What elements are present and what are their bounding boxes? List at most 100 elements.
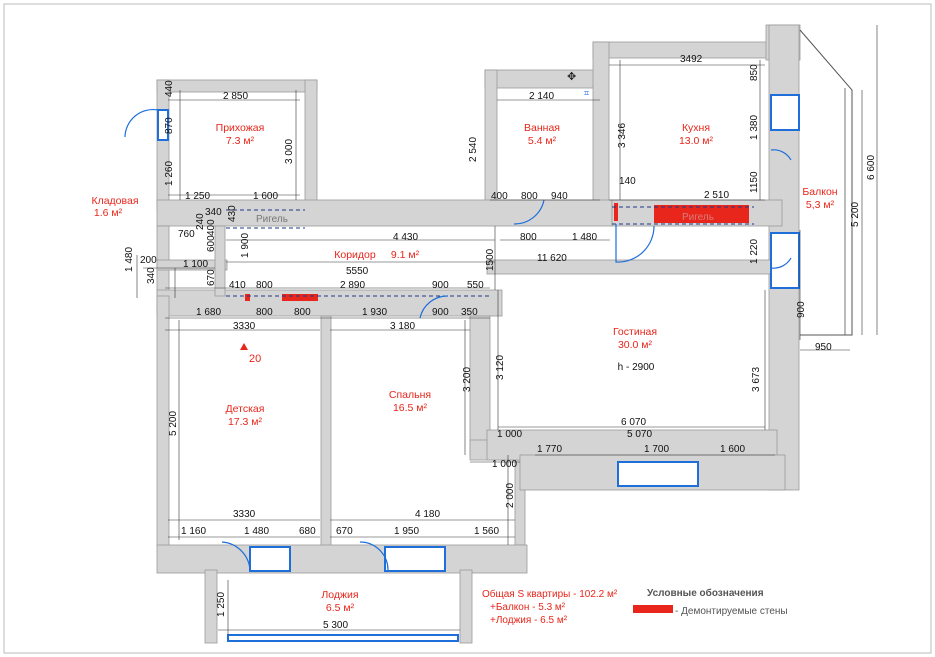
room-living-area: 30.0 м²: [618, 339, 653, 351]
total-loggia: +Лоджия - 6.5 м²: [490, 615, 568, 626]
room-balcony-name: Балкон: [802, 186, 837, 198]
svg-text:3 000: 3 000: [284, 139, 295, 164]
crossbar-right-label: Ригель: [682, 212, 714, 223]
svg-text:2 510: 2 510: [704, 190, 729, 201]
total-balcony: +Балкон - 5.3 м²: [490, 602, 566, 613]
svg-text:400: 400: [206, 219, 217, 236]
svg-text:1 220: 1 220: [749, 239, 760, 264]
svg-text:900: 900: [796, 301, 807, 318]
svg-text:1 900: 1 900: [240, 233, 251, 258]
svg-text:3330: 3330: [233, 321, 256, 332]
frame: [3, 3, 932, 654]
svg-text:410: 410: [229, 280, 246, 291]
svg-text:3 673: 3 673: [751, 367, 762, 392]
svg-text:350: 350: [461, 307, 478, 318]
svg-text:140: 140: [619, 176, 636, 187]
svg-text:340: 340: [146, 267, 157, 284]
svg-text:1 480: 1 480: [572, 232, 597, 243]
svg-text:5550: 5550: [346, 266, 369, 277]
window-living: [617, 461, 699, 487]
svg-text:1 680: 1 680: [196, 307, 221, 318]
svg-text:1 770: 1 770: [537, 444, 562, 455]
svg-text:900: 900: [432, 280, 449, 291]
room-balcony-area: 5,3 м²: [806, 199, 835, 211]
svg-text:550: 550: [467, 280, 484, 291]
svg-text:940: 940: [551, 191, 568, 202]
svg-text:950: 950: [815, 342, 832, 353]
svg-text:2 540: 2 540: [468, 137, 479, 162]
room-hall-name: Прихожая: [216, 122, 265, 134]
svg-text:340: 340: [205, 207, 222, 218]
legend-title: Условные обозначения: [647, 587, 764, 599]
svg-text:600: 600: [206, 235, 217, 252]
windows: [157, 94, 800, 642]
room-loggia-area: 6.5 м²: [326, 602, 355, 614]
svg-text:670: 670: [206, 269, 217, 286]
view-marker-icon: [240, 343, 248, 350]
svg-text:1 480: 1 480: [244, 526, 269, 537]
svg-text:6 600: 6 600: [866, 155, 877, 180]
corner-icon: ⌗: [584, 88, 589, 98]
svg-text:3 346: 3 346: [617, 123, 628, 148]
svg-text:2 850: 2 850: [223, 91, 248, 102]
dimension-lines: [136, 25, 878, 635]
legend-swatch: [633, 605, 673, 613]
svg-text:670: 670: [336, 526, 353, 537]
svg-text:3 200: 3 200: [462, 367, 473, 392]
svg-text:850: 850: [749, 64, 760, 81]
svg-text:200: 200: [140, 255, 157, 266]
svg-text:870: 870: [164, 117, 175, 134]
svg-text:1 700: 1 700: [644, 444, 669, 455]
room-living-height: h - 2900: [618, 362, 655, 373]
room-kids-name: Детская: [226, 403, 265, 415]
room-bedroom-name: Спальня: [389, 389, 431, 401]
svg-text:800: 800: [256, 280, 273, 291]
room-loggia-name: Лоджия: [321, 589, 358, 601]
total-area: Общая S квартиры - 102.2 м²: [482, 588, 618, 600]
svg-text:400: 400: [491, 191, 508, 202]
svg-text:900: 900: [432, 307, 449, 318]
crossbar-left-label: Ригель: [256, 214, 288, 225]
svg-text:2 140: 2 140: [529, 91, 554, 102]
svg-text:680: 680: [299, 526, 316, 537]
room-bath-area: 5.4 м²: [528, 135, 557, 147]
svg-text:1 380: 1 380: [749, 115, 760, 140]
room-pantry-area: 1.6 м²: [94, 207, 123, 219]
svg-text:1 480: 1 480: [124, 247, 135, 272]
room-corridor-area: 9.1 м²: [391, 249, 420, 261]
window-balcony-door: [770, 232, 800, 289]
svg-text:1 250: 1 250: [216, 592, 227, 617]
room-kids-area: 17.3 м²: [228, 416, 263, 428]
svg-text:1150: 1150: [749, 171, 760, 193]
svg-text:1 930: 1 930: [362, 307, 387, 318]
svg-text:6 070: 6 070: [621, 417, 646, 428]
svg-text:440: 440: [164, 80, 175, 97]
svg-text:1 160: 1 160: [181, 526, 206, 537]
window-kids: [249, 546, 291, 572]
svg-text:1 600: 1 600: [253, 191, 278, 202]
svg-text:760: 760: [178, 229, 195, 240]
svg-text:1 000: 1 000: [497, 429, 522, 440]
window-hall: [157, 109, 169, 141]
svg-text:240: 240: [195, 213, 206, 230]
svg-text:800: 800: [521, 191, 538, 202]
svg-text:1 600: 1 600: [720, 444, 745, 455]
doors: [124, 108, 792, 573]
view-marker-label: 20: [249, 353, 261, 365]
svg-text:3492: 3492: [680, 54, 703, 65]
room-corridor-name: Коридор: [334, 249, 376, 261]
svg-text:3 120: 3 120: [495, 355, 506, 380]
room-living-name: Гостиная: [613, 326, 657, 338]
room-bath-name: Ванная: [524, 122, 560, 134]
window-bedroom: [384, 546, 446, 572]
svg-text:2 000: 2 000: [505, 483, 516, 508]
svg-text:5 200: 5 200: [850, 202, 861, 227]
svg-text:1 950: 1 950: [394, 526, 419, 537]
window-loggia: [227, 634, 459, 642]
svg-text:1500: 1500: [485, 248, 496, 271]
svg-text:1 560: 1 560: [474, 526, 499, 537]
room-pantry-name: Кладовая: [91, 195, 138, 207]
room-bedroom-area: 16.5 м²: [393, 402, 428, 414]
legend-item: - Демонтируемые стены: [675, 606, 788, 617]
